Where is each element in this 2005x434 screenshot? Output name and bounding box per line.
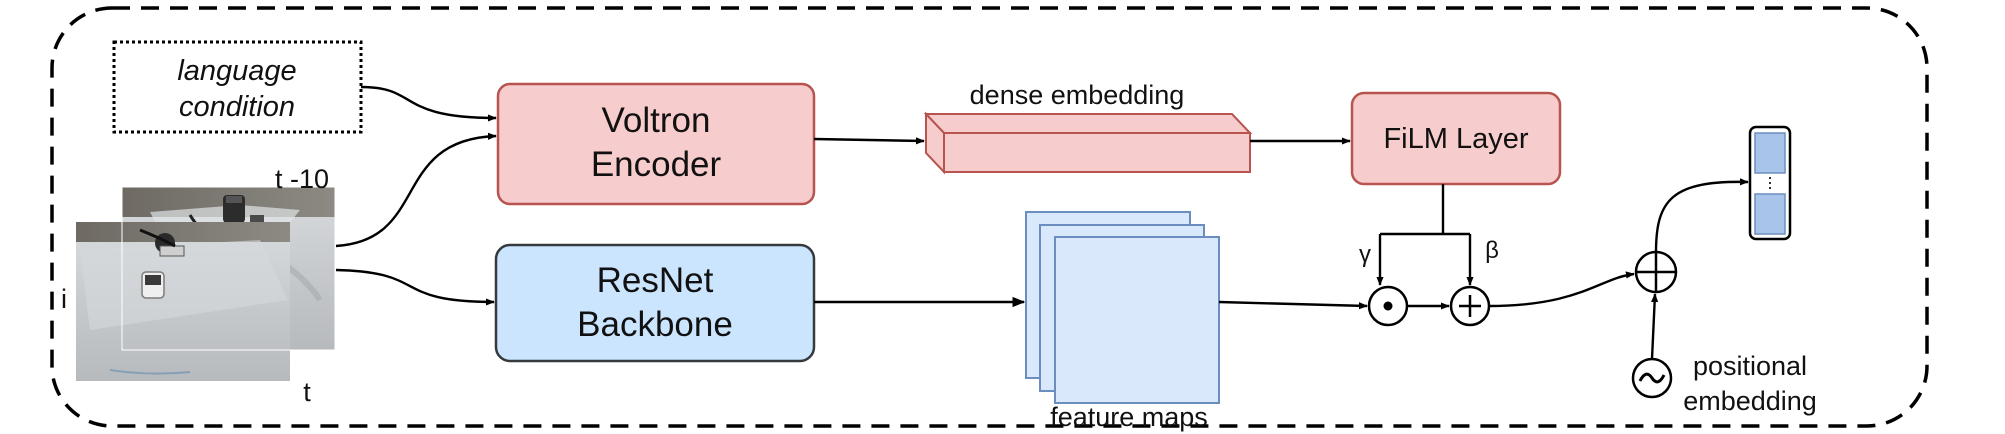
dense-embedding-bar: dense embedding — [923, 80, 1253, 175]
edge-film-split — [1380, 184, 1470, 236]
voltron-encoder-block: Voltron Encoder — [496, 82, 816, 206]
add-operator — [1449, 285, 1491, 327]
voltron-encoder-line-1: Voltron — [602, 101, 711, 140]
language-condition-line-2: condition — [179, 91, 295, 123]
output-token — [1748, 125, 1792, 241]
film-layer-block: FiLM Layer — [1350, 91, 1562, 186]
outer-dashed-container — [50, 6, 1929, 428]
language-condition-box: language condition — [112, 40, 363, 134]
film-layer-label: FiLM Layer — [1383, 123, 1528, 155]
frame-label-t: t — [303, 377, 311, 407]
feature-maps-stack: feature maps — [1025, 211, 1220, 432]
resnet-backbone-line-2: Backbone — [577, 305, 733, 344]
sinusoid-operator — [1631, 357, 1673, 399]
gamma-label: γ — [1359, 241, 1371, 268]
positional-embedding-line-1: positional — [1693, 351, 1807, 381]
feature-maps-label: feature maps — [1050, 402, 1208, 432]
multiply-operator — [1367, 285, 1409, 327]
camera-label-i: i — [61, 284, 67, 314]
resnet-backbone-block: ResNet Backbone — [494, 243, 816, 363]
edge-feature-to-multiply — [1218, 300, 1368, 310]
voltron-encoder-line-2: Encoder — [591, 145, 722, 184]
edge-frames-to-resnet — [335, 268, 495, 306]
edge-sinusoid-to-concat — [1650, 293, 1659, 360]
dense-embedding-label: dense embedding — [970, 80, 1185, 110]
edge-frames-to-voltron — [335, 132, 497, 248]
frame-label-t-minus-10: t -10 — [275, 164, 329, 194]
language-condition-line-1: language — [177, 55, 296, 87]
concat-operator — [1634, 250, 1678, 294]
beta-label: β — [1485, 237, 1499, 264]
frame-t — [76, 222, 290, 381]
edge-add-to-concat — [1488, 271, 1635, 308]
edge-concat-to-token — [1654, 178, 1749, 253]
edge-voltron-to-dense — [813, 137, 925, 145]
positional-embedding-line-2: embedding — [1683, 386, 1817, 416]
edge-language-to-voltron — [360, 85, 497, 122]
resnet-backbone-line-1: ResNet — [597, 261, 714, 300]
